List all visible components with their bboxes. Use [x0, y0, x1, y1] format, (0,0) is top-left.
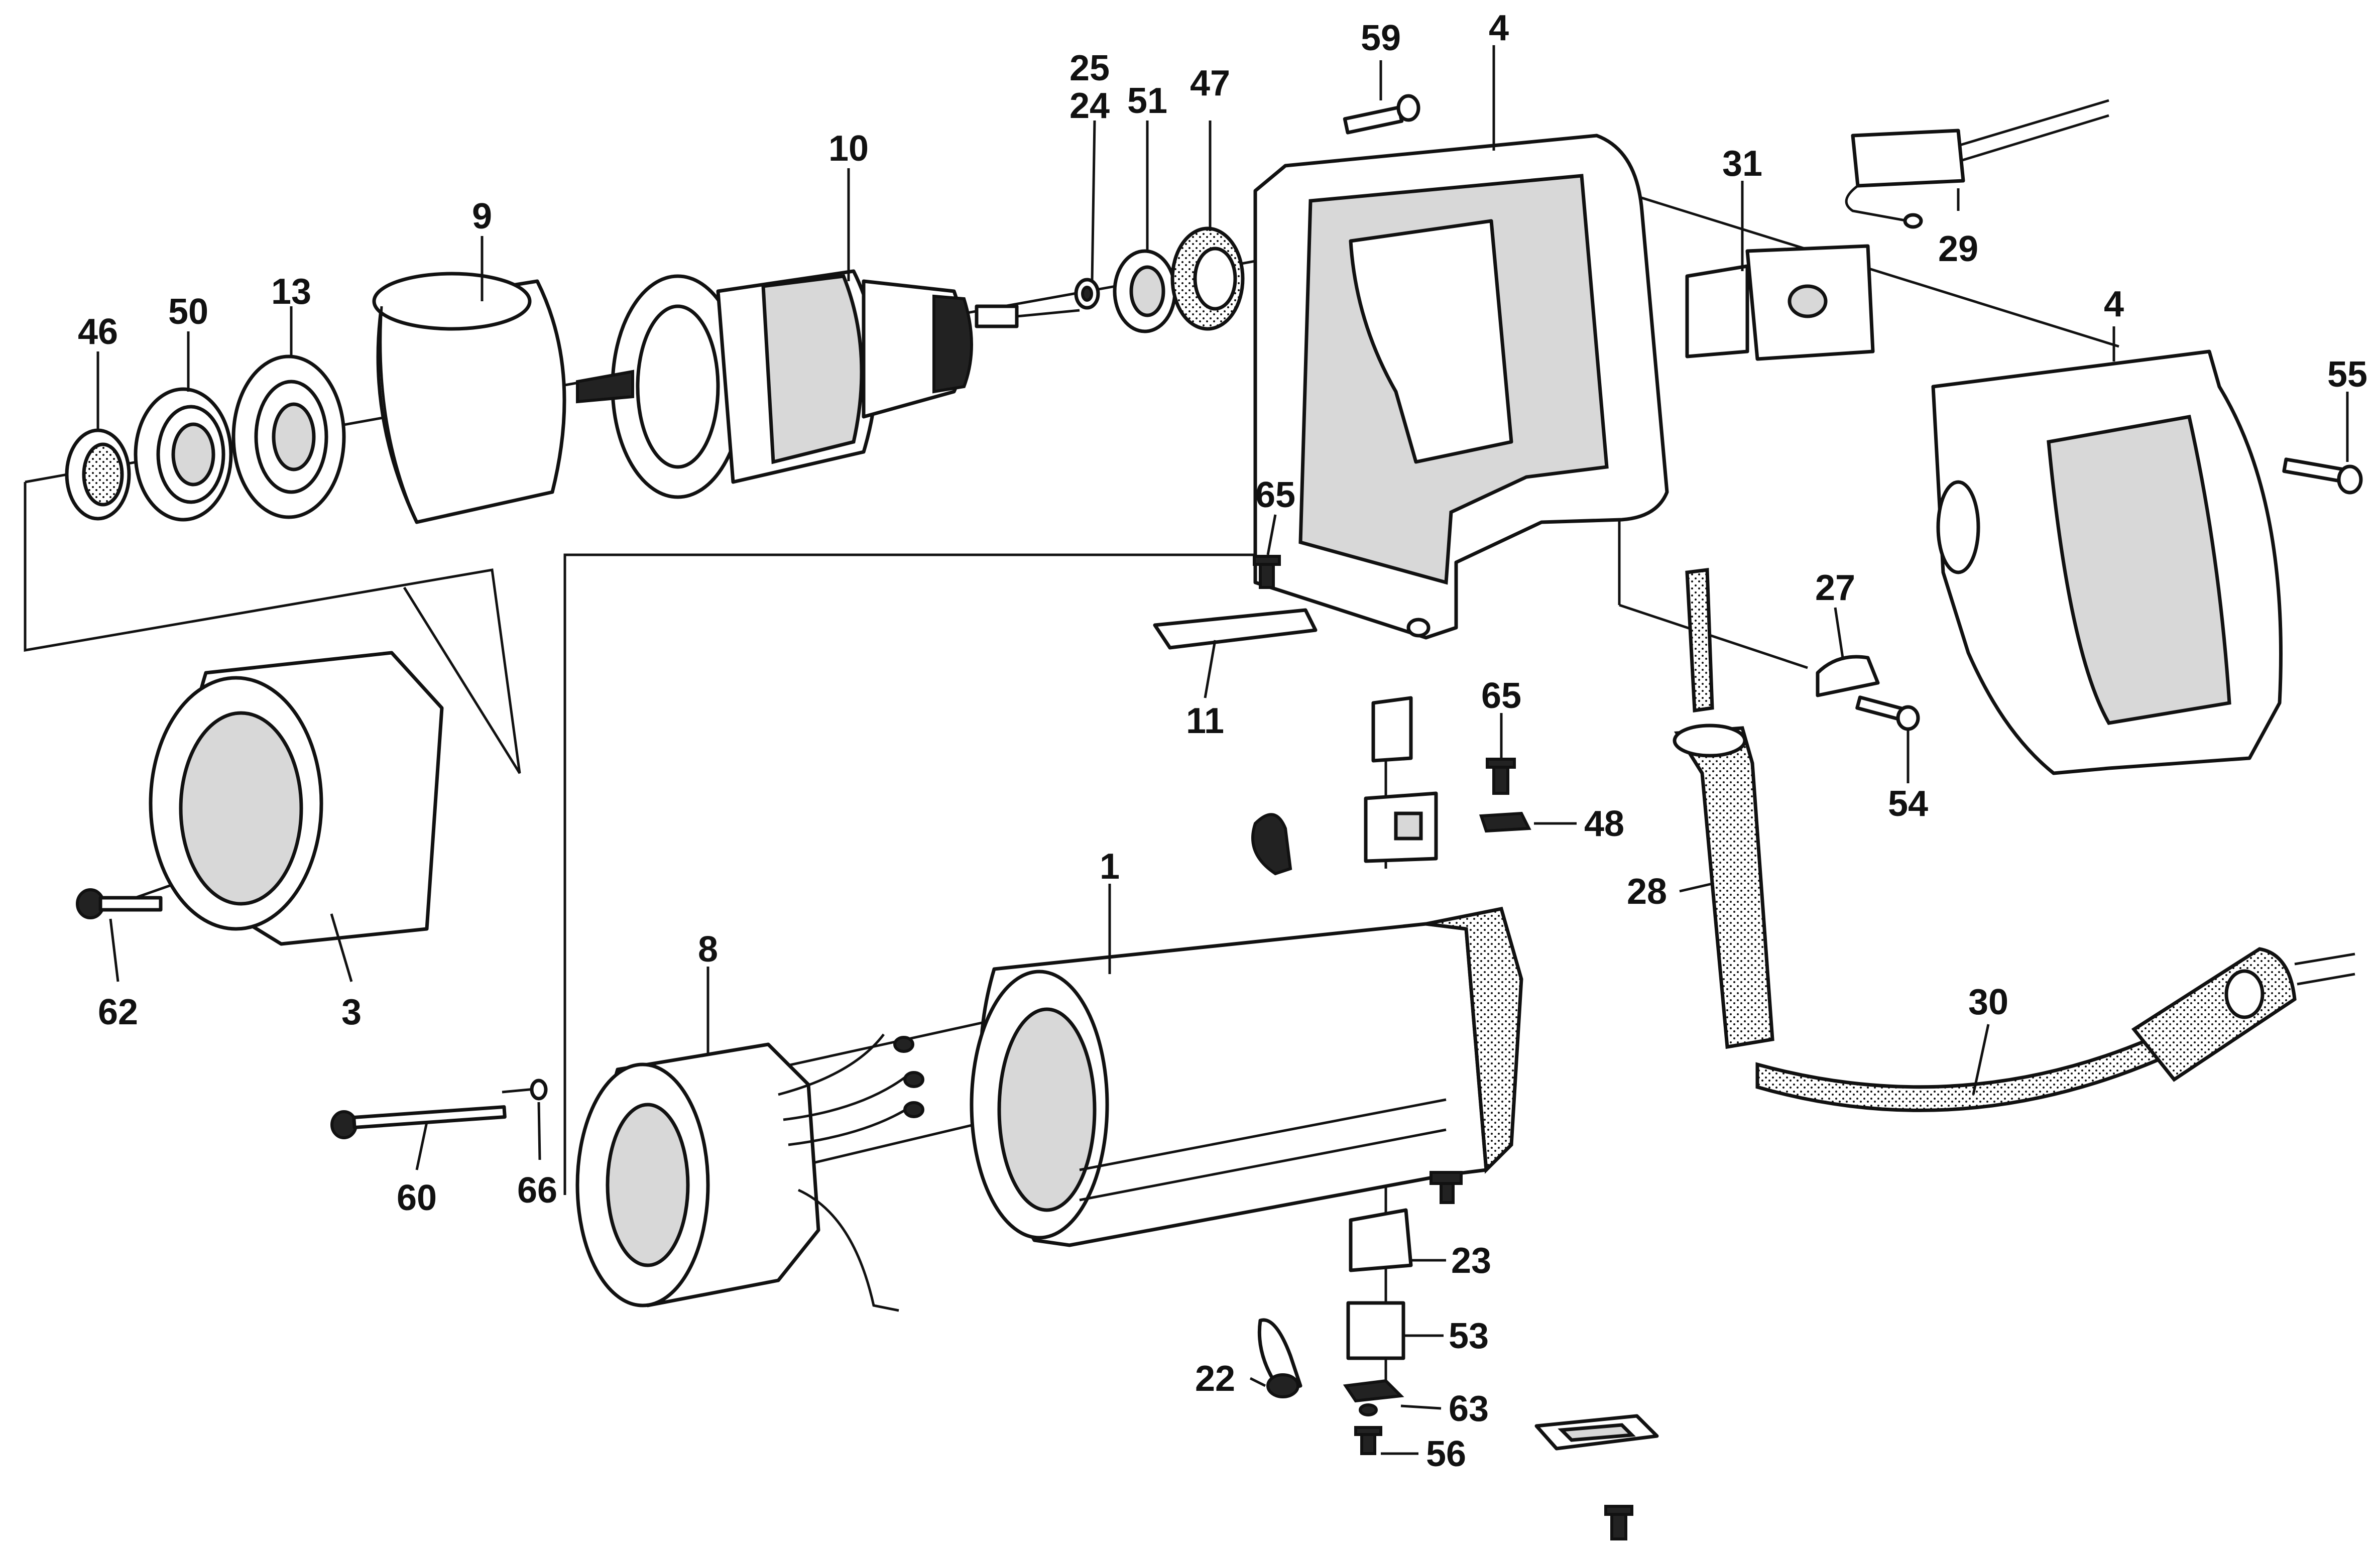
callout-66: 66 — [517, 1170, 557, 1211]
callout-9: 9 — [472, 196, 492, 236]
part-bottom-frame-plate — [1534, 1414, 1659, 1540]
callout-65-upper: 65 — [1255, 475, 1295, 515]
part-13-flange — [231, 354, 346, 519]
callout-53: 53 — [1449, 1316, 1489, 1356]
callout-46: 46 — [78, 312, 118, 352]
callout-28: 28 — [1627, 872, 1667, 912]
part-31-switch — [1685, 244, 1875, 361]
callout-3: 3 — [341, 992, 362, 1032]
part-4-handle-left — [1253, 134, 1669, 640]
part-brush-holder-bottom — [1343, 1171, 1463, 1455]
part-65-screw-top — [1253, 555, 1281, 589]
callout-54: 54 — [1888, 784, 1928, 824]
part-22-spring-clip — [1257, 1318, 1302, 1398]
part-spring-clip-upper — [1251, 813, 1292, 876]
callout-24: 24 — [1069, 86, 1110, 126]
guide-cable-clamp — [1619, 604, 1808, 669]
callout-22: 22 — [1195, 1359, 1235, 1399]
part-11-plate — [1153, 608, 1318, 650]
callout-48: 48 — [1584, 804, 1624, 844]
part-10-armature — [576, 269, 1080, 499]
callout-10: 10 — [828, 129, 869, 169]
part-50-bearing — [134, 387, 233, 522]
part-4-handle-right — [1931, 349, 2283, 775]
callout-8: 8 — [698, 929, 718, 970]
part-66-washer — [530, 1079, 548, 1101]
callout-labels: 59 4 25 24 51 47 10 31 29 9 4 46 50 13 5… — [78, 8, 2367, 1474]
callout-11: 11 — [1186, 701, 1224, 741]
guide-bearing-group — [24, 482, 521, 774]
callout-59: 59 — [1361, 18, 1401, 58]
part-54-screw — [1855, 695, 1920, 731]
callout-31: 31 — [1722, 144, 1762, 184]
callout-4-upper: 4 — [1489, 8, 1509, 48]
callout-56: 56 — [1426, 1434, 1466, 1474]
callout-30: 30 — [1968, 982, 2008, 1022]
callout-29: 29 — [1938, 229, 1978, 269]
part-1-motor-housing — [970, 906, 1523, 1247]
callout-4-right: 4 — [2104, 284, 2124, 324]
callout-13: 13 — [271, 272, 311, 312]
callout-leaders — [96, 45, 2349, 1455]
callout-23: 23 — [1451, 1241, 1491, 1281]
part-8-stator — [575, 1033, 924, 1312]
part-47-sleeve — [1170, 226, 1245, 331]
part-65-48-screw-plate — [1479, 758, 1531, 833]
callout-1: 1 — [1100, 847, 1120, 887]
part-30-power-cord — [1755, 947, 2355, 1112]
part-3-gear-housing — [149, 651, 444, 946]
callout-62: 62 — [98, 992, 138, 1032]
part-28-cable-sleeve — [1673, 568, 1774, 1049]
part-55-screw — [2282, 457, 2363, 495]
callout-27: 27 — [1815, 568, 1855, 608]
callout-55: 55 — [2327, 354, 2367, 395]
part-29-capacitor — [1845, 99, 2109, 229]
callout-63: 63 — [1449, 1389, 1489, 1429]
part-brush-holder-top — [1364, 618, 1438, 863]
callout-25: 25 — [1069, 48, 1110, 88]
part-46-ring — [65, 428, 131, 521]
part-60-long-screw — [330, 1105, 507, 1139]
callout-60: 60 — [397, 1178, 437, 1218]
part-51-bearing — [1113, 249, 1177, 333]
callout-47: 47 — [1190, 63, 1230, 103]
callout-51: 51 — [1127, 81, 1167, 121]
part-62-screw — [76, 888, 163, 919]
part-24-25-washer — [1074, 278, 1100, 310]
part-59-screw — [1343, 94, 1420, 135]
callout-50: 50 — [168, 292, 208, 332]
part-9-shroud — [372, 272, 566, 524]
callout-65-lower: 65 — [1481, 676, 1521, 716]
part-27-clamp — [1816, 655, 1880, 697]
